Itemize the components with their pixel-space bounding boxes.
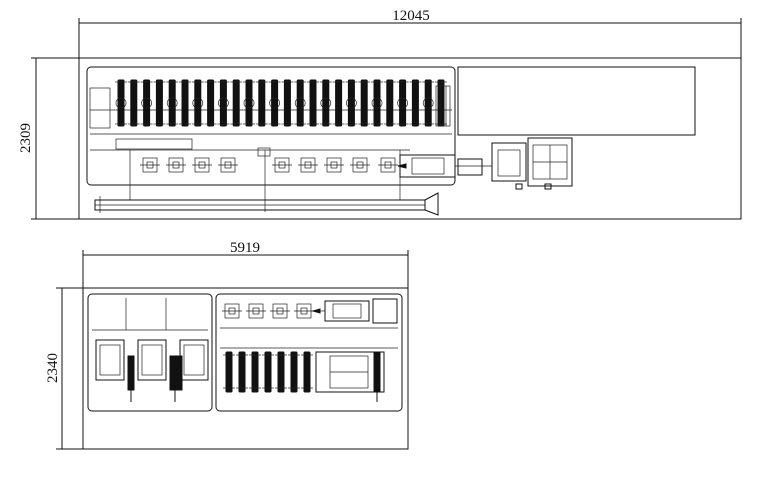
roller-stand [435, 79, 447, 127]
roller-stand [422, 79, 435, 127]
top-hydraulic-unit [397, 154, 492, 178]
roller-stand [255, 79, 268, 127]
roller-stand [288, 351, 300, 393]
top-decoiler [491, 137, 573, 190]
roller-stand [332, 79, 345, 127]
cutting-unit [270, 303, 290, 319]
bottom-cutting-units [222, 303, 314, 319]
top-length-dimension: 12045 [78, 8, 742, 58]
roller-stand [127, 79, 140, 127]
cutting-unit [140, 157, 160, 173]
roller-stand [371, 79, 383, 127]
bottom-roller-stands [223, 351, 381, 402]
roller-stand [396, 79, 409, 127]
roller-stand [268, 79, 281, 127]
cutting-unit [294, 303, 314, 319]
roller-stand [166, 79, 179, 127]
bottom-length-dimension: 5919 [82, 240, 409, 290]
cutting-unit [272, 157, 292, 173]
stand-post [127, 355, 135, 391]
roller-stand [345, 79, 358, 127]
cutting-unit [324, 157, 344, 173]
roller-stand [236, 351, 248, 393]
roller-stand [358, 79, 371, 127]
top-runout-table [94, 192, 439, 216]
roller-stand [191, 79, 204, 127]
bottom-forming-area [215, 293, 403, 412]
cutting-unit [246, 303, 266, 319]
roller-stand [179, 79, 191, 127]
coil-holder [95, 339, 125, 381]
roller-stand [294, 79, 307, 127]
stand-post [175, 355, 183, 391]
roller-stand [373, 351, 381, 393]
cutting-unit [378, 157, 398, 173]
top-length-label: 12045 [392, 8, 430, 24]
bottom-width-dimension: 2340 [45, 287, 83, 450]
roller-stand [319, 79, 332, 127]
top-roller-stands [115, 79, 447, 127]
bottom-coil-area [87, 293, 213, 412]
cutting-unit [350, 157, 370, 173]
top-control-panel [457, 66, 696, 136]
cutting-unit [166, 157, 186, 173]
coil-holder [137, 339, 167, 381]
bottom-gearbox [315, 351, 385, 393]
roller-stand [140, 79, 153, 127]
top-machine-base [86, 66, 456, 186]
top-machine-layout: 12045 2309 [18, 8, 742, 220]
coil-holder [179, 339, 209, 381]
roller-stand [383, 79, 396, 127]
cutting-unit [222, 303, 242, 319]
roller-stand [153, 79, 166, 127]
roller-stand [409, 79, 422, 127]
bottom-width-label: 2340 [45, 353, 61, 383]
roller-stand [281, 79, 294, 127]
top-width-label: 2309 [18, 123, 34, 153]
bottom-hydraulic-unit [311, 298, 398, 324]
bottom-length-label: 5919 [230, 240, 260, 256]
roller-stand [262, 351, 274, 393]
cutting-unit [298, 157, 318, 173]
roller-stand [115, 79, 127, 127]
roller-stand [275, 351, 287, 393]
bottom-outer-frame [82, 287, 409, 450]
roller-stand [243, 79, 255, 127]
top-width-dimension: 2309 [18, 57, 79, 220]
bottom-machine-layout: 5919 2340 [45, 240, 409, 450]
stand-post [169, 355, 177, 391]
roller-stand [301, 351, 313, 393]
cutting-unit [218, 157, 238, 173]
bottom-coil-holders [95, 339, 209, 402]
roller-stand [204, 79, 217, 127]
top-cutting-units [140, 157, 398, 173]
cutting-unit [192, 157, 212, 173]
roller-stand [217, 79, 230, 127]
top-outer-frame [78, 57, 742, 220]
roller-stand [307, 79, 319, 127]
roller-stand [249, 351, 261, 393]
roller-stand [223, 351, 235, 393]
roller-stand [230, 79, 243, 127]
